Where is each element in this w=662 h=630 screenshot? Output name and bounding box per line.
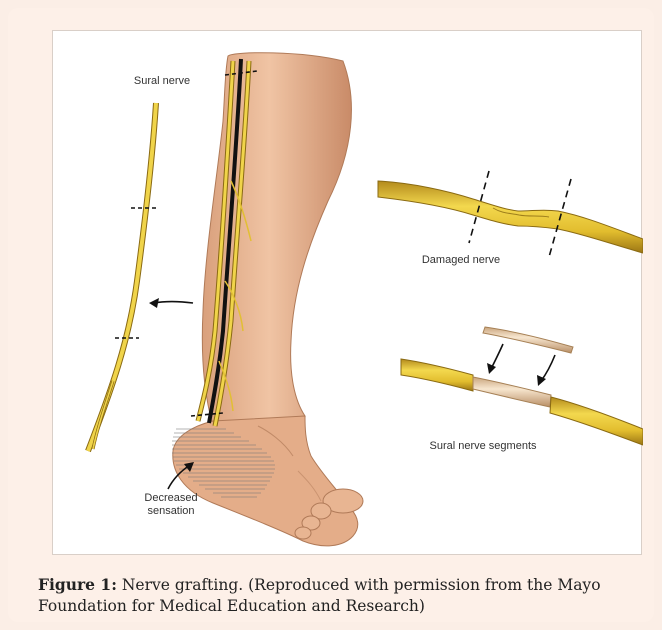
figure-caption: Figure 1: Nerve grafting. (Reproduced wi… xyxy=(38,574,648,617)
nerve-grafting-illustration: Sural nerve Damaged nerve Sural nerve se… xyxy=(52,30,642,555)
label-sural-nerve: Sural nerve xyxy=(125,75,199,88)
harvest-arrow xyxy=(149,298,193,308)
toe-4 xyxy=(295,527,311,539)
damaged-nerve-diagram xyxy=(378,171,643,257)
graft-diagram xyxy=(401,327,643,445)
figure-frame: Sural nerve Damaged nerve Sural nerve se… xyxy=(8,8,654,622)
label-sural-nerve-segments: Sural nerve segments xyxy=(413,440,553,453)
leg-and-foot xyxy=(172,53,363,546)
caption-label: Figure 1: xyxy=(38,575,117,594)
label-decreased-line1: Decreased xyxy=(131,492,211,505)
label-decreased-line2: sensation xyxy=(131,505,211,518)
label-decreased-sensation: Decreased sensation xyxy=(131,492,211,518)
label-damaged-nerve: Damaged nerve xyxy=(409,254,513,267)
harvested-sural-nerve xyxy=(88,103,157,451)
illustration-svg xyxy=(53,31,643,556)
caption-text: Nerve grafting. (Reproduced with permiss… xyxy=(38,576,601,615)
